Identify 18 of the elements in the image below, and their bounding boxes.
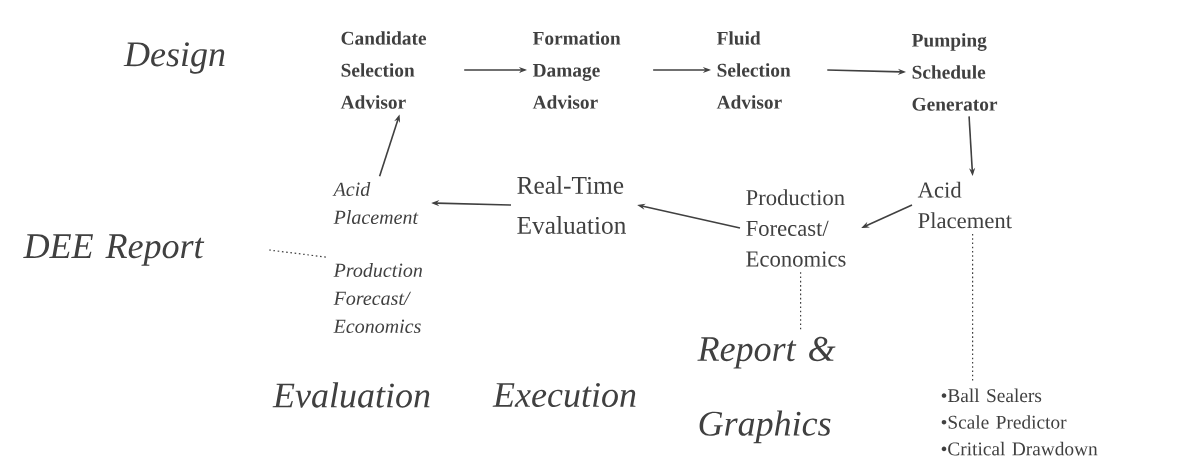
dotted-line bbox=[268, 249, 329, 258]
tool-label: Pumping Schedule Generator bbox=[911, 33, 998, 111]
step-label: Acid Placement bbox=[917, 181, 1012, 229]
tool-label: Candidate Selection Advisor bbox=[340, 31, 427, 109]
section-heading: DEE Report bbox=[23, 234, 205, 266]
tool-label: Fluid Selection Advisor bbox=[716, 31, 791, 109]
phase-label: Execution bbox=[492, 382, 636, 408]
dotted-line bbox=[800, 271, 802, 332]
step-label: Production Forecast/ Economics bbox=[333, 263, 422, 334]
dotted-line bbox=[972, 233, 974, 384]
step-label: Real-Time Evaluation bbox=[517, 176, 626, 234]
phase-label: Evaluation bbox=[272, 382, 430, 408]
tool-label: Formation Damage Advisor bbox=[532, 31, 621, 109]
bullet-list: •Ball Sealers •Scale Predictor •Critical Drawdown bbox=[941, 388, 1098, 456]
step-label: Production Forecast/ Economics bbox=[746, 189, 846, 267]
step-label: Acid Placement bbox=[332, 182, 419, 225]
section-heading: Report & Graphics bbox=[697, 336, 836, 444]
phase-label: Design bbox=[123, 42, 225, 74]
